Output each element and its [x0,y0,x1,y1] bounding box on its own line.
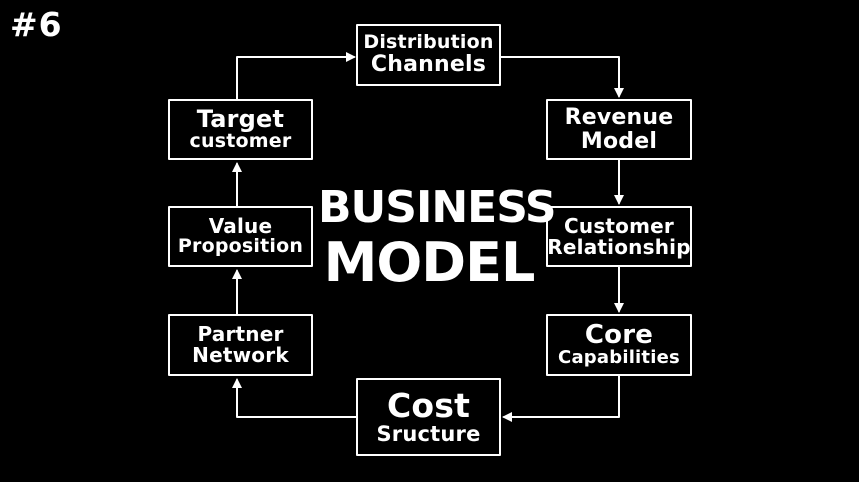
box-label: Core [584,319,654,350]
center-title: BUSINESS MODEL [318,182,557,294]
customer-relationship-box: Customer Relationship [546,206,692,267]
box-label: customer [189,130,292,153]
arrow-distribution-to-revenue [500,56,624,98]
center-title-line1: BUSINESS [318,182,557,233]
box-label: Proposition [177,235,304,258]
partner-network-box: Partner Network [168,314,313,376]
box-label: Model [580,128,658,154]
revenue-model-box: Revenue Model [546,99,692,160]
arrow-cost-to-partner [232,378,357,418]
arrow-target-to-distribution [236,52,356,100]
arrow-core-to-cost [502,375,620,422]
box-label: Network [192,343,289,367]
value-proposition-box: Value Proposition [168,206,313,267]
box-label: Partner [197,322,284,346]
slide-number: #6 [10,5,63,44]
box-label: Value [208,214,273,239]
box-label: Channels [370,52,487,78]
box-label: Sructure [376,422,481,447]
box-label: Distribution [363,31,494,54]
box-label: Revenue [564,105,674,131]
box-label: Relationship [547,234,691,259]
center-title-line2: MODEL [323,231,536,294]
distribution-channels-box: Distribution Channels [356,24,501,86]
box-label: Customer [564,213,674,238]
box-label: Capabilities [558,347,680,369]
box-label: Cost [386,385,471,425]
box-label: Target [196,104,285,133]
target-customer-box: Target customer [168,99,313,160]
cost-structure-box: Cost Sructure [356,378,501,456]
core-capabilities-box: Core Capabilities [546,314,692,376]
